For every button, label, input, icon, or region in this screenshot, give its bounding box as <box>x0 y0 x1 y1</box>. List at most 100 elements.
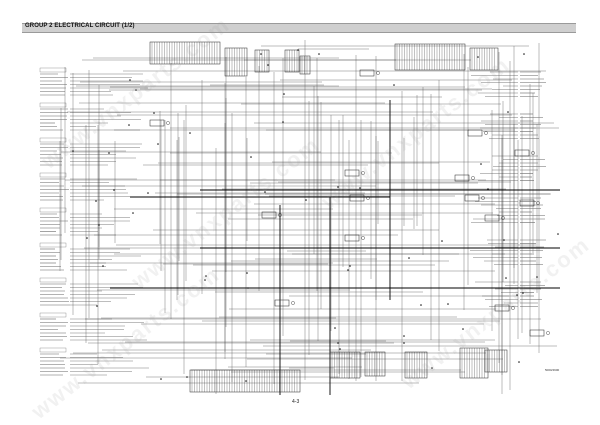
wire-junction <box>186 376 188 378</box>
harness-label-box <box>39 242 67 248</box>
component-symbol <box>464 194 480 202</box>
wire-junction <box>441 240 443 242</box>
harness-label-box <box>39 67 67 73</box>
wire-junction <box>204 279 206 281</box>
wire-junction <box>147 192 149 194</box>
wire-junction <box>516 294 518 296</box>
wire-junction <box>557 233 559 235</box>
component-symbol <box>529 329 545 337</box>
component-symbol <box>519 199 535 207</box>
wire-junction <box>132 212 134 214</box>
component-symbol <box>261 211 277 219</box>
component-terminal <box>376 71 380 75</box>
wire-junction <box>403 342 405 344</box>
wire-junction <box>247 287 249 289</box>
wire-junction <box>108 152 110 154</box>
component-terminal <box>471 176 475 180</box>
wire-junction <box>205 275 207 277</box>
connector-block <box>364 351 386 377</box>
wire-junction <box>95 200 97 202</box>
wire-junction <box>522 292 524 294</box>
component-terminal <box>531 151 535 155</box>
connector-block <box>469 47 499 71</box>
connector-block <box>394 43 466 71</box>
wire-junction <box>507 111 509 113</box>
wire-junction <box>337 186 339 188</box>
component-terminal <box>536 201 540 205</box>
connector-block <box>484 349 508 373</box>
wire-junction <box>250 156 252 158</box>
harness-label-box <box>39 137 67 143</box>
wire-junction <box>189 132 191 134</box>
component-symbol <box>349 194 365 202</box>
group-header-title: GROUP 2 ELECTRICAL CIRCUIT (1/2) <box>25 23 135 29</box>
component-terminal <box>546 331 550 335</box>
group-header-bar: GROUP 2 ELECTRICAL CIRCUIT (1/2) <box>22 23 576 33</box>
connector-block <box>224 47 248 77</box>
component-symbol <box>359 69 375 77</box>
component-symbol <box>149 119 165 127</box>
harness-label-box <box>39 277 67 283</box>
wire-junction <box>337 342 339 344</box>
component-terminal <box>481 196 485 200</box>
wire-junction <box>260 53 262 55</box>
component-symbol <box>274 299 290 307</box>
wire-junction <box>487 188 489 190</box>
connector-block <box>189 369 301 393</box>
harness-label-box <box>39 207 67 213</box>
wire-junction <box>349 265 351 267</box>
page-number: 4-3 <box>292 399 300 405</box>
wire-junction <box>113 189 115 191</box>
wire-junction <box>505 277 507 279</box>
wire-junction <box>393 84 395 86</box>
wire-junction <box>283 93 285 95</box>
harness-label-box <box>39 102 67 108</box>
component-symbol <box>494 304 510 312</box>
wire-junction <box>102 265 104 267</box>
harness-label-box <box>39 312 67 318</box>
wire-junction <box>267 64 269 66</box>
wire-junction <box>128 124 130 126</box>
harness-label-box <box>39 347 67 353</box>
wire-junction <box>447 303 449 305</box>
wire-junction <box>129 79 131 81</box>
wire-junction <box>462 328 464 330</box>
component-terminal <box>484 131 488 135</box>
wire-junction <box>431 367 433 369</box>
wire-junction <box>420 304 422 306</box>
wire-junction <box>98 224 100 226</box>
wire-junction <box>403 335 405 337</box>
wire-junction <box>334 327 336 329</box>
component-terminal <box>361 236 365 240</box>
wire-junction <box>264 191 266 193</box>
wire-junction <box>245 380 247 382</box>
wire-junction <box>339 348 341 350</box>
drawing-code: 5000/4900 <box>545 368 560 372</box>
wire-junction <box>536 276 538 278</box>
component-symbol <box>344 169 360 177</box>
wire-junction <box>153 112 155 114</box>
wire-junction <box>282 121 284 123</box>
wire-junction <box>135 89 137 91</box>
component-symbol <box>344 234 360 242</box>
wire-junction <box>480 163 482 165</box>
wire-junction <box>523 53 525 55</box>
component-terminal <box>366 196 370 200</box>
connector-block <box>459 347 489 379</box>
component-terminal <box>511 306 515 310</box>
connector-block <box>404 351 428 379</box>
wire-junction <box>72 150 74 152</box>
wire-junction <box>347 269 349 271</box>
component-symbol <box>484 214 500 222</box>
component-terminal <box>291 301 295 305</box>
connector-block <box>299 55 311 75</box>
wire-junction <box>96 305 98 307</box>
wire-junction <box>305 199 307 201</box>
component-terminal <box>361 171 365 175</box>
connector-block <box>149 41 221 65</box>
wire-junction <box>86 237 88 239</box>
wire-junction <box>160 378 162 380</box>
component-terminal <box>501 216 505 220</box>
wire-junction <box>246 272 248 274</box>
